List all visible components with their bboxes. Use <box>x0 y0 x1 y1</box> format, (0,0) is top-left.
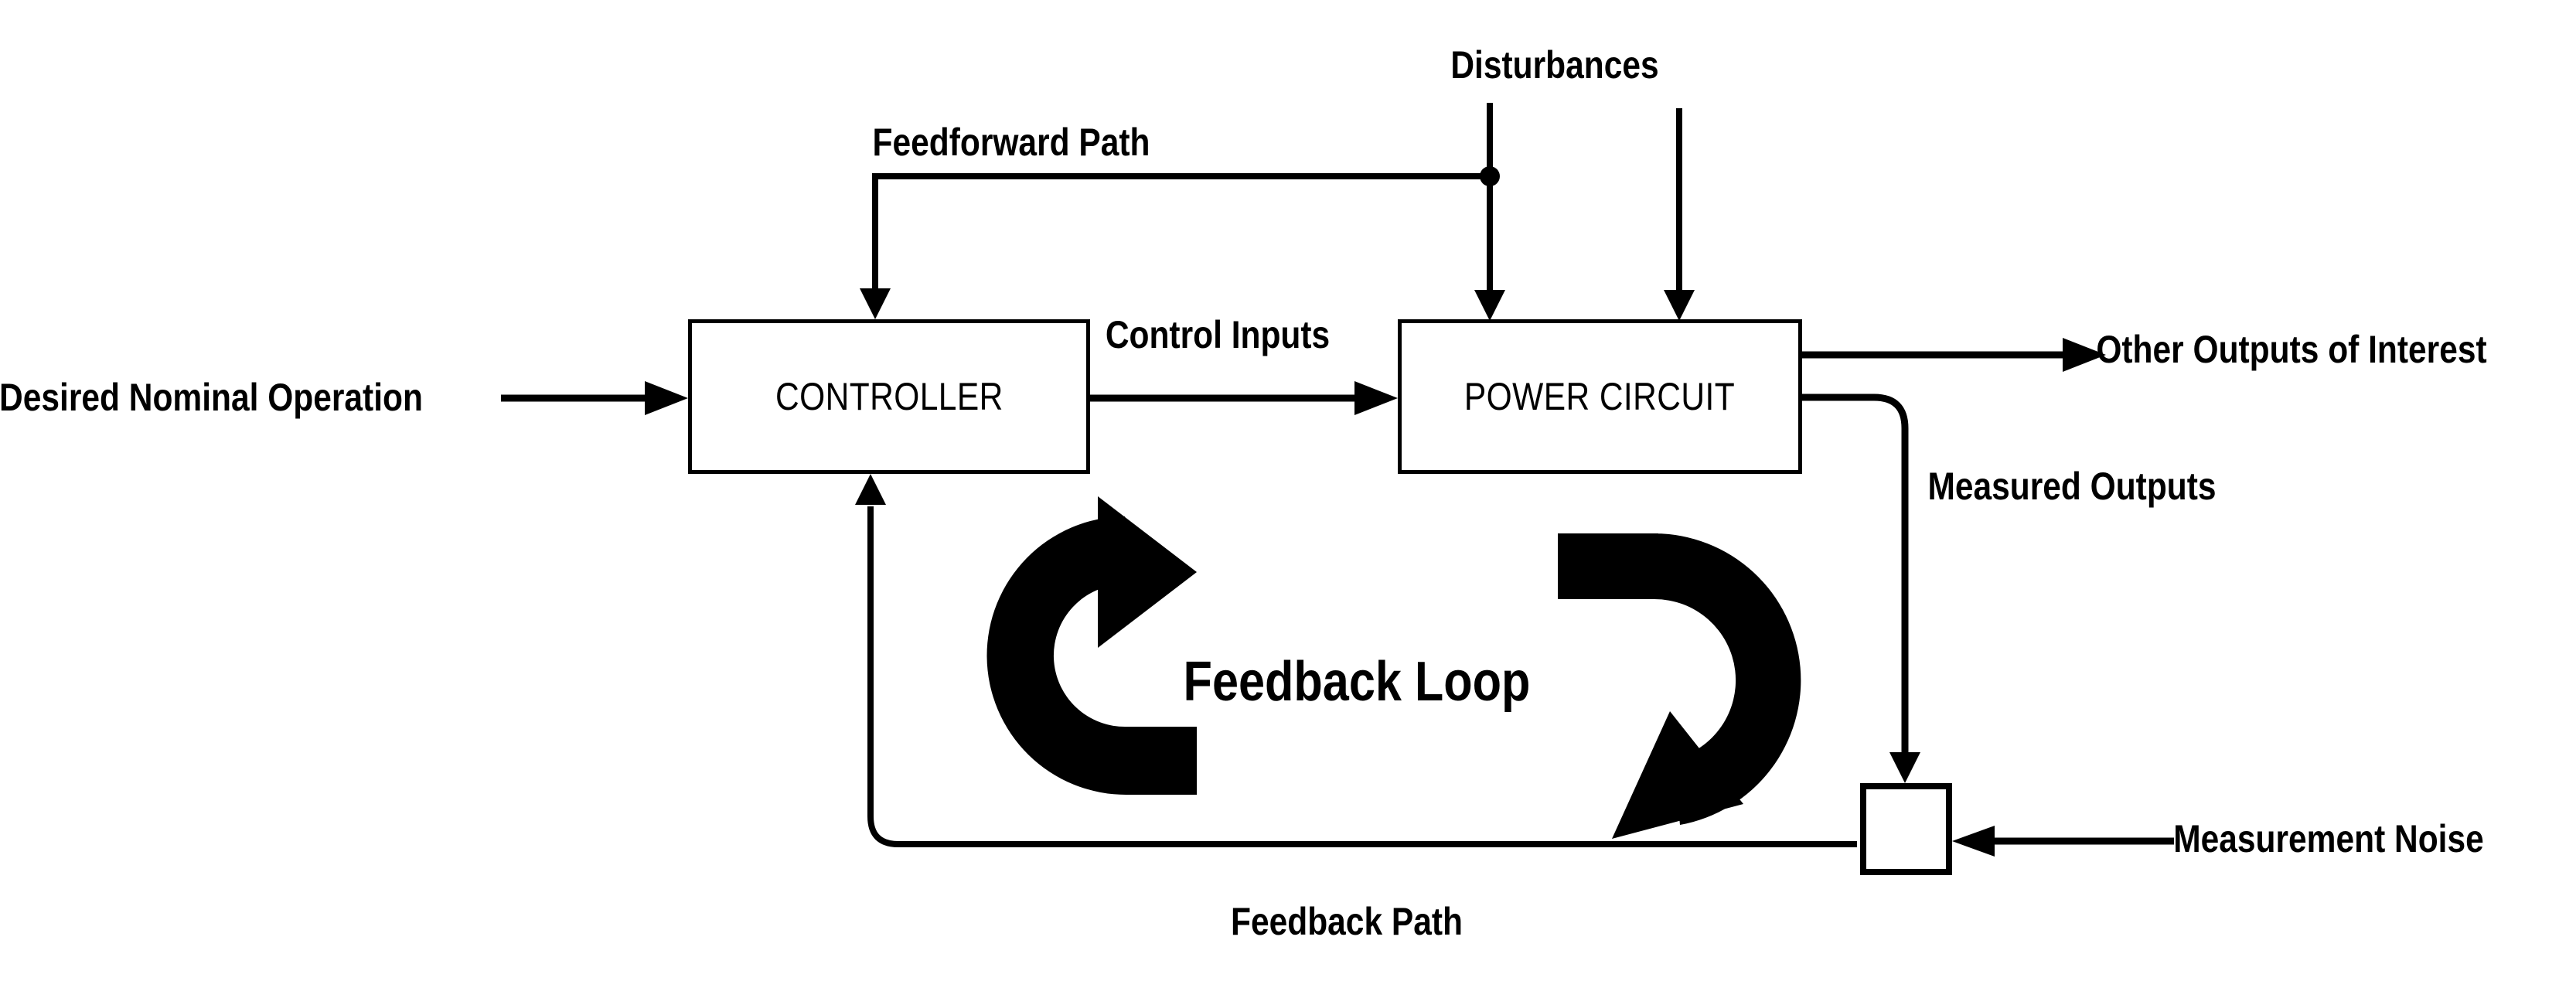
loop-arrow-right-icon <box>1558 533 1801 839</box>
measured-outputs-line <box>1802 393 1909 754</box>
control-inputs-arrowhead <box>1354 381 1398 415</box>
feedback-line <box>867 506 1857 847</box>
label-desired-nominal-operation: Desired Nominal Operation <box>0 376 423 419</box>
feedforward-line <box>872 173 1490 290</box>
power-circuit-block-label: POWER CIRCUIT <box>1464 375 1736 418</box>
label-disturbances: Disturbances <box>1450 43 1659 87</box>
controller-block-label: CONTROLLER <box>775 375 1003 418</box>
measurement-noise-arrowhead <box>1952 826 1995 857</box>
other-outputs-arrowhead <box>2063 338 2106 372</box>
feedback-arrowhead <box>855 474 886 505</box>
label-feedback-loop: Feedback Loop <box>1183 651 1531 713</box>
feedforward-arrowhead <box>860 288 891 319</box>
sensor-block <box>1860 783 1952 875</box>
label-control-inputs: Control Inputs <box>1105 313 1331 356</box>
loop-arrow-left-icon <box>986 496 1197 795</box>
controller-block: CONTROLLER <box>688 319 1090 474</box>
label-other-outputs-of-interest: Other Outputs of Interest <box>2096 328 2487 371</box>
label-measured-outputs: Measured Outputs <box>1927 465 2217 508</box>
power-circuit-block: POWER CIRCUIT <box>1398 319 1802 474</box>
measured-outputs-arrowhead <box>1889 752 1920 783</box>
input-arrowhead <box>645 381 688 415</box>
label-feedback-path: Feedback Path <box>1231 900 1463 943</box>
label-feedforward-path: Feedforward Path <box>872 121 1150 164</box>
disturbance-arrow-2-head <box>1664 290 1695 321</box>
label-measurement-noise: Measurement Noise <box>2173 817 2484 860</box>
disturbance-arrow-1-head <box>1474 290 1505 321</box>
